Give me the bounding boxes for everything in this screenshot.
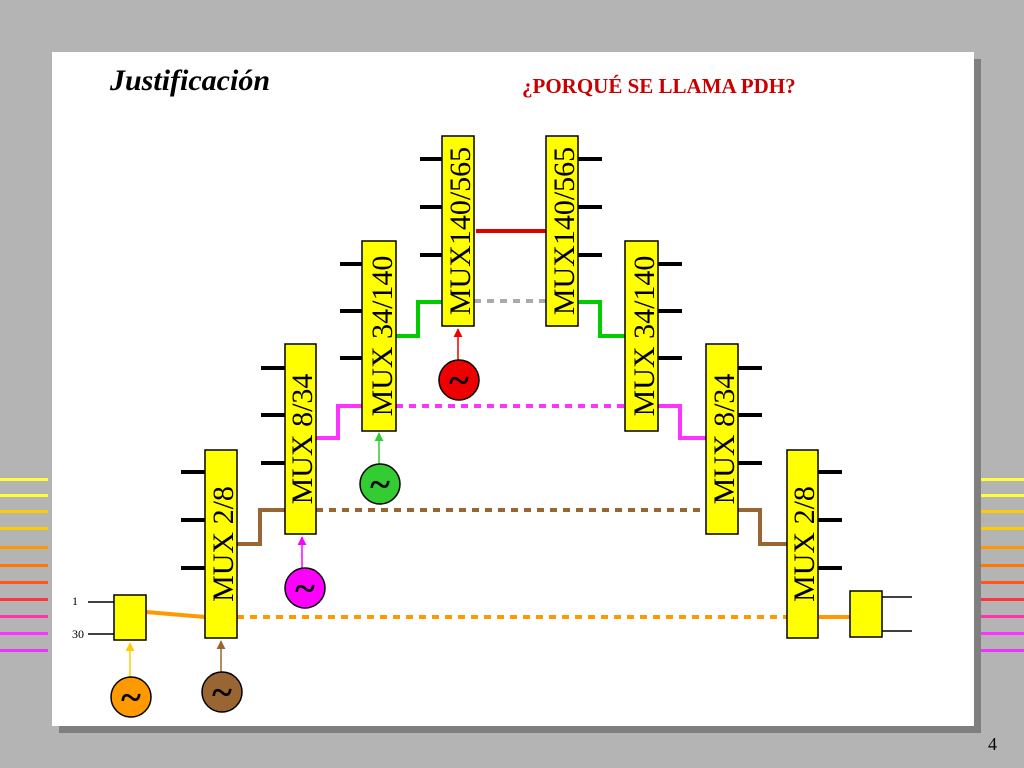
clock-140-symbol: ~ [370, 464, 390, 506]
clock-34-symbol: ~ [295, 568, 315, 610]
mux-r-140-565: MUX140/565 [545, 135, 581, 327]
input-link [145, 610, 206, 619]
slide-title: Justificación [110, 64, 271, 97]
output-tributary-box [849, 590, 883, 638]
mux-l-34-140: MUX 34/140 [361, 240, 399, 432]
mux-l-8-34: MUX 8/34 [284, 343, 319, 535]
input-tributary-box [113, 594, 147, 641]
clock-8-icon [201, 671, 243, 713]
step-left-140 [396, 300, 442, 338]
step-right-34 [658, 404, 706, 440]
mux-l-140-565: MUX140/565 [441, 135, 477, 327]
clock-565-icon [438, 359, 480, 401]
mux-r-8-34-label: MUX 8/34 [708, 374, 741, 505]
clock-565-symbol: ~ [449, 360, 469, 402]
mux-r-34-140-label: MUX 34/140 [628, 256, 661, 417]
step-right-140 [578, 300, 625, 338]
mux-r-140-565-label: MUX140/565 [548, 147, 581, 315]
mux-l-34-140-label: MUX 34/140 [366, 256, 399, 417]
clock-2-symbol: ~ [121, 677, 141, 719]
mux-r-2-8: MUX 2/8 [786, 449, 821, 639]
clock-140-icon [359, 463, 401, 505]
clock-34-icon [284, 567, 326, 609]
mux-r-34-140: MUX 34/140 [624, 240, 661, 432]
step-left-8 [237, 508, 285, 546]
mux-r-2-8-label: MUX 2/8 [788, 486, 821, 602]
input-label-1: 1 [72, 594, 78, 608]
clock-8-symbol: ~ [212, 672, 232, 714]
mux-r-8-34: MUX 8/34 [705, 343, 741, 535]
page-number: 4 [988, 734, 997, 754]
left-tributary-stubs [181, 157, 442, 570]
mux-l-2-8-label: MUX 2/8 [207, 486, 240, 602]
mux-l-2-8: MUX 2/8 [204, 449, 240, 639]
right-tributary-stubs [578, 157, 842, 570]
step-left-34 [316, 404, 362, 440]
slide-question: ¿PORQUÉ SE LLAMA PDH? [522, 74, 796, 98]
clock-2-icon [110, 676, 152, 718]
input-label-30: 30 [72, 627, 84, 641]
mux-l-140-565-label: MUX140/565 [444, 147, 477, 315]
step-right-8 [738, 508, 787, 546]
mux-l-8-34-label: MUX 8/34 [286, 374, 319, 505]
